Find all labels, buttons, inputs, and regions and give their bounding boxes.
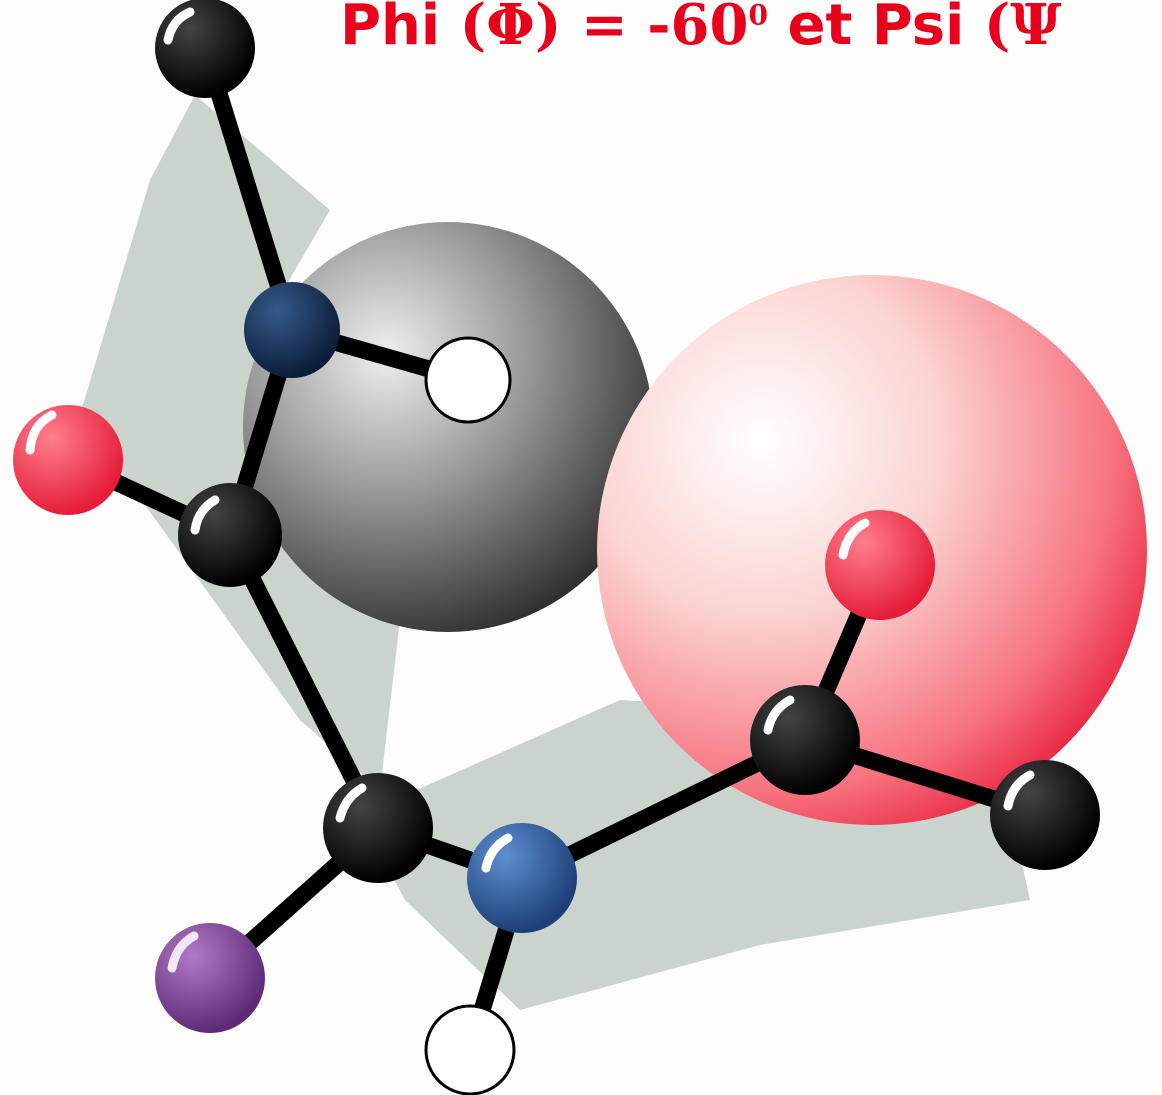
carbon-atom-carbonyl-right <box>750 685 860 795</box>
atom <box>155 0 255 98</box>
phi-value: = -60 <box>580 0 749 58</box>
carbon-atom-alpha <box>323 773 433 883</box>
carbon-atom-top <box>155 0 255 98</box>
carbon-atom-right <box>990 760 1100 870</box>
carbon-atom-carbonyl <box>178 483 282 587</box>
oxygen-atom-left <box>13 405 123 515</box>
atom <box>178 483 282 587</box>
atom <box>323 773 433 883</box>
page-title: Phi (Φ) = -600 et Psi (Ψ <box>340 0 1061 58</box>
hydrogen-atom-upper <box>424 336 512 424</box>
atom <box>244 282 340 378</box>
atom <box>825 510 935 620</box>
grey-vdw-sphere <box>243 222 653 632</box>
atom <box>990 760 1100 870</box>
atom <box>467 823 577 933</box>
phi-degree: 0 <box>748 0 768 32</box>
atom <box>424 336 512 424</box>
side-chain-atom <box>155 923 265 1033</box>
oxygen-atom-right <box>825 510 935 620</box>
phi-label: Phi <box>340 0 441 58</box>
atom <box>13 405 123 515</box>
phi-symbol: (Φ) <box>459 0 562 58</box>
atom <box>155 923 265 1033</box>
psi-symbol: (Ψ <box>983 0 1062 58</box>
peptide-plane-upper <box>80 95 400 790</box>
atom <box>750 685 860 795</box>
psi-label: Psi <box>871 0 965 58</box>
hydrogen-atom-lower <box>424 1004 516 1095</box>
nitrogen-atom-upper <box>244 282 340 378</box>
conjunction-label: et <box>787 0 853 58</box>
nitrogen-atom-lower <box>467 823 577 933</box>
atom <box>424 1004 516 1095</box>
